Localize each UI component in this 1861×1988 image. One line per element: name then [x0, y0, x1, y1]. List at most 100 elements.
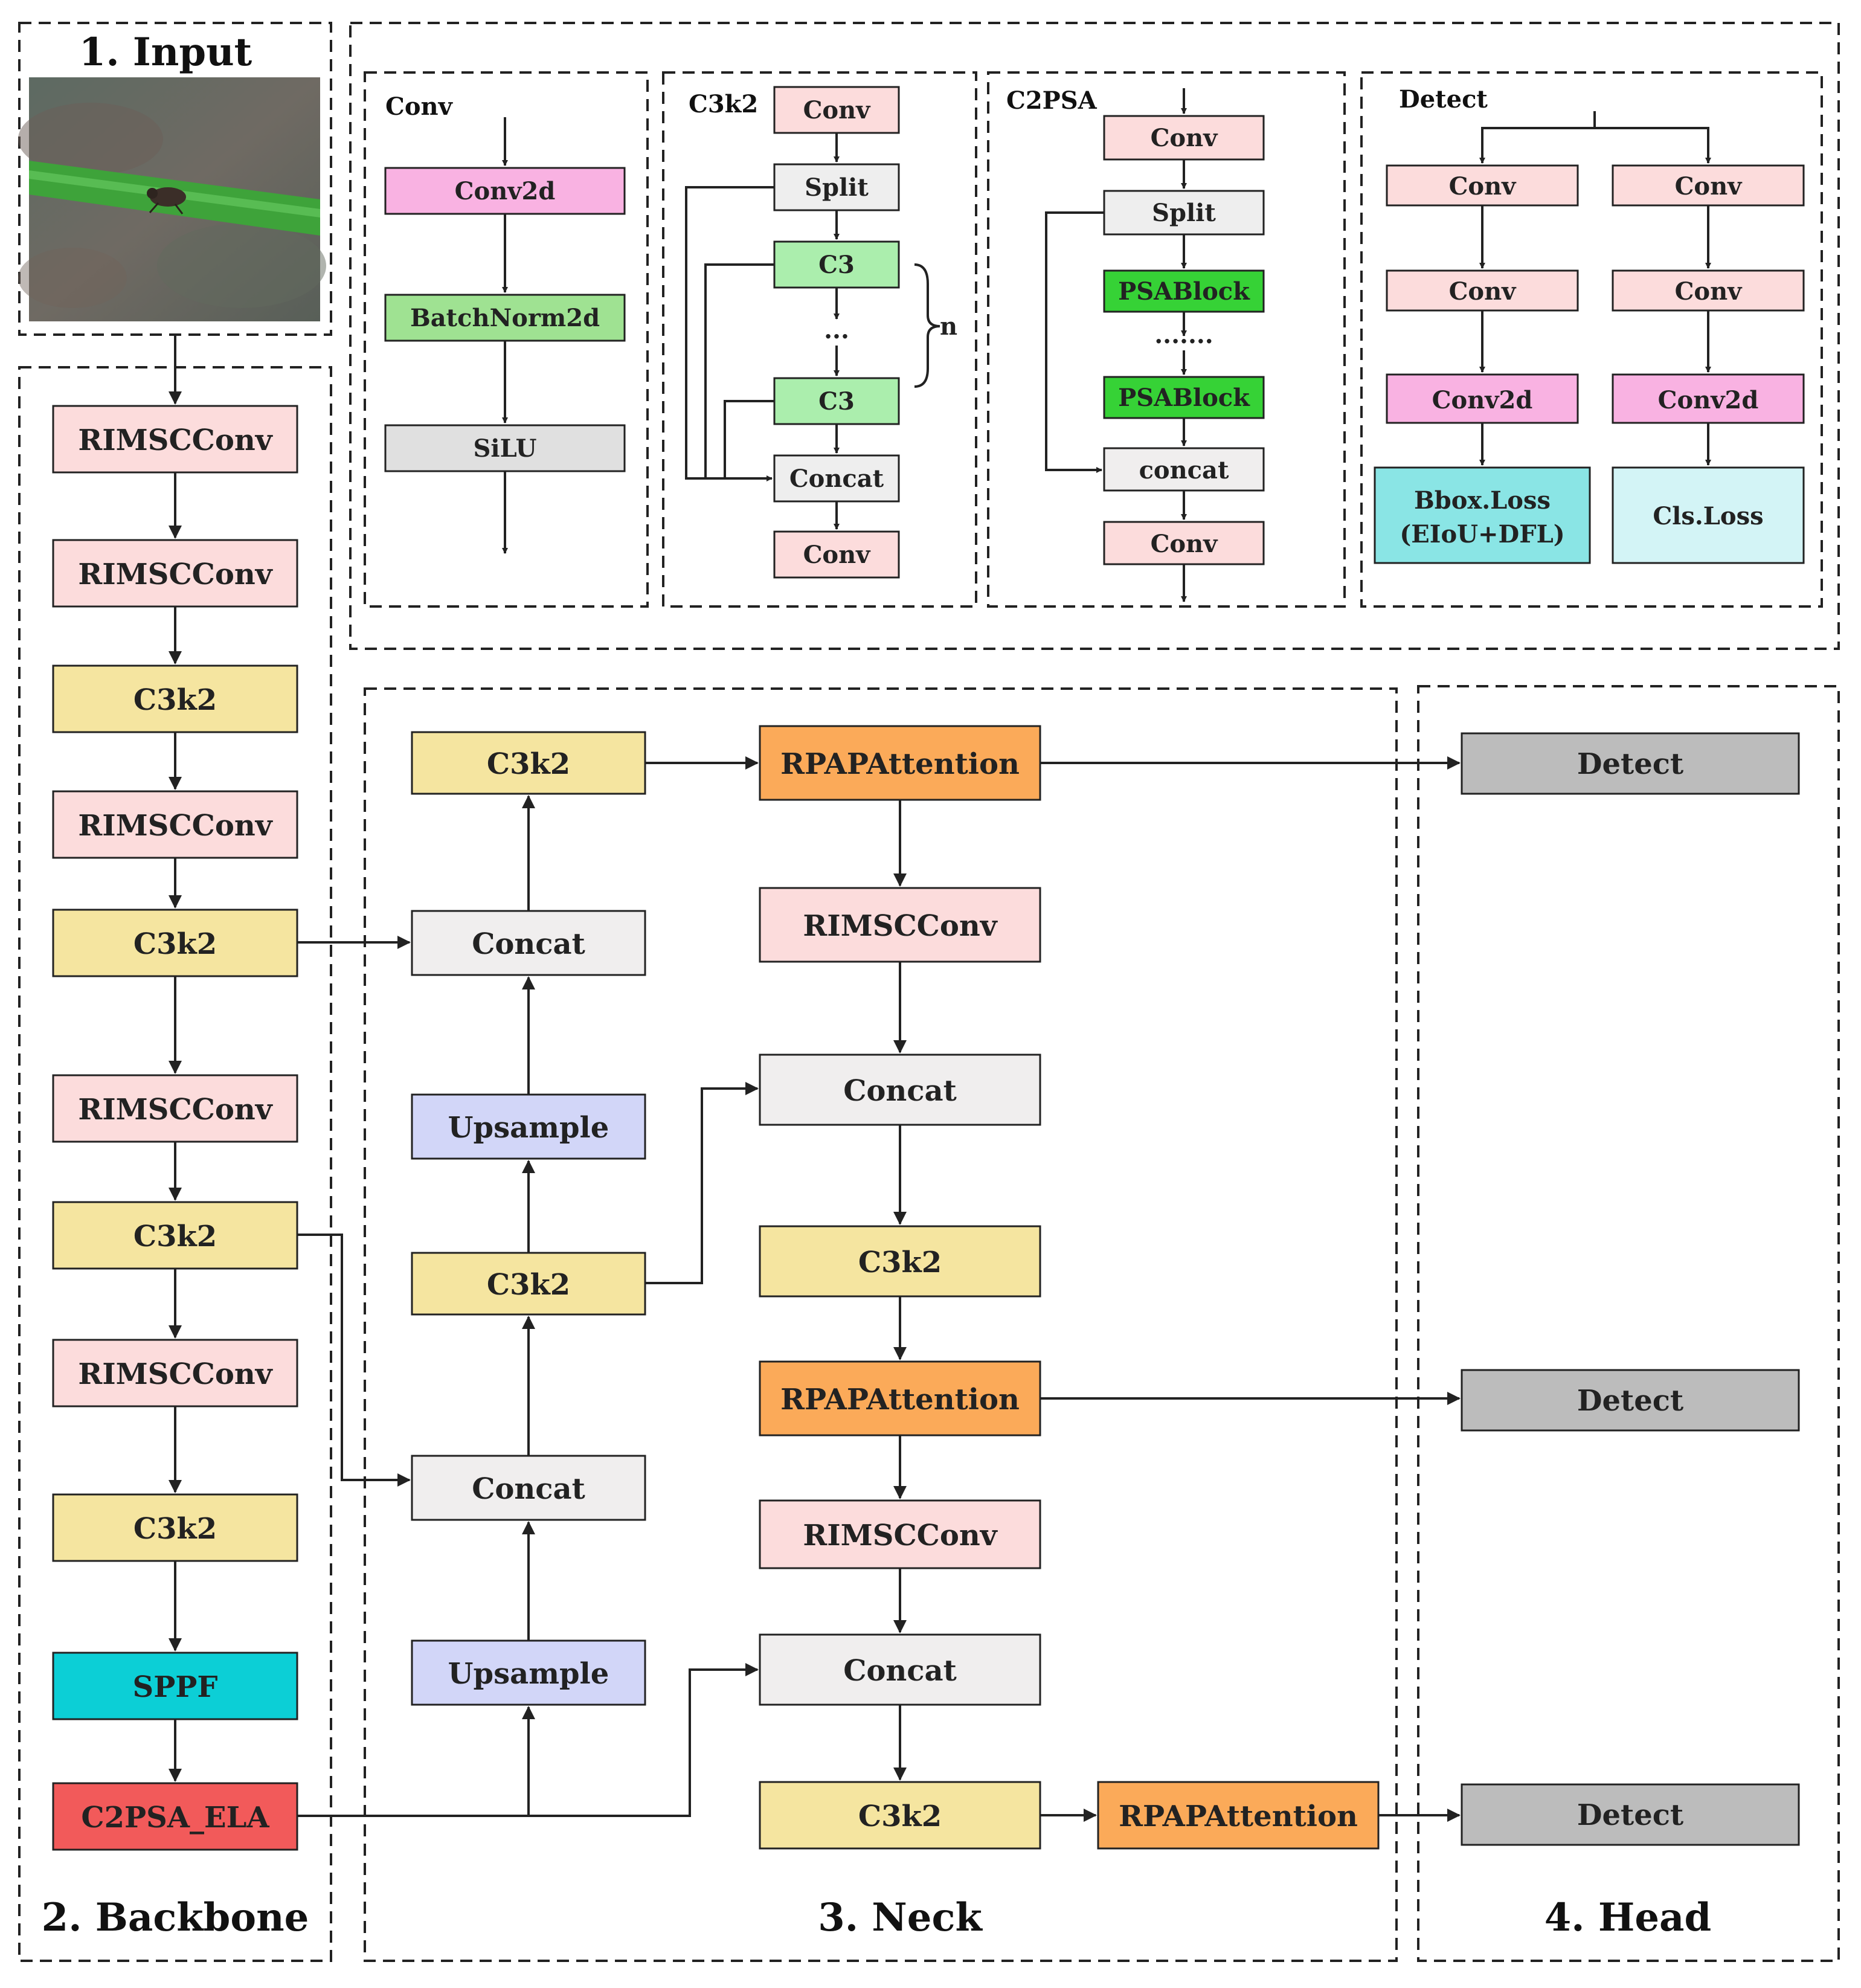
module-label: Conv — [1675, 277, 1743, 306]
neck-label: C3k2 — [487, 1268, 570, 1302]
detect-conv-l2 — [1386, 269, 1579, 312]
input-title: 1. Input — [79, 30, 252, 75]
backbone-rimscconv-4 — [52, 1074, 298, 1143]
backbone-c2psa-ela — [52, 1782, 298, 1851]
module-label: Conv — [1675, 172, 1743, 201]
neck-c3k2-right-1 — [759, 1225, 1041, 1298]
neck-label: RPAPAttention — [780, 747, 1020, 781]
backbone-label: RIMSCConv — [78, 1357, 273, 1391]
c3k2-ellipsis: ... — [824, 316, 849, 344]
backbone-label: C3k2 — [133, 1220, 217, 1253]
neck-label: C3k2 — [487, 747, 570, 781]
detect-conv-r2 — [1612, 269, 1805, 312]
backbone-label: RIMSCConv — [78, 558, 273, 591]
neck-rimscconv-2 — [759, 1499, 1041, 1569]
detect-module: Detect Conv Conv Conv2d Bbox.Loss (EIoU+… — [1374, 85, 1805, 564]
module-label: Split — [1152, 199, 1216, 227]
neck-label: RPAPAttention — [780, 1383, 1020, 1417]
bbox-loss-block — [1374, 466, 1591, 564]
detect-conv2d-r — [1612, 373, 1805, 424]
module-label: Conv — [1151, 530, 1219, 558]
c3k2-c3-first — [773, 240, 900, 289]
module-label: PSABlock — [1118, 277, 1250, 306]
c2psa-module-title: C2PSA — [1006, 86, 1098, 115]
neck-right-column: RPAPAttention RIMSCConv Concat C3k2 RPAP… — [759, 725, 1380, 1850]
head-label: Detect — [1577, 1798, 1683, 1832]
module-label: Conv2d — [1658, 386, 1759, 414]
neck-label: Concat — [843, 1654, 957, 1688]
c3k2-conv-bottom — [773, 530, 900, 579]
cls-loss-block — [1612, 466, 1805, 564]
neck-c3k2-top — [411, 731, 646, 795]
backbone-c3k2-4 — [52, 1493, 298, 1562]
head-title: 4. Head — [1544, 1895, 1712, 1940]
module-label: concat — [1139, 456, 1229, 484]
module-label: Conv — [1151, 124, 1219, 152]
backbone-sppf — [52, 1652, 298, 1720]
neck-upsample-1 — [411, 1093, 646, 1160]
backbone-label: C3k2 — [133, 927, 217, 961]
module-label: Conv — [1449, 172, 1517, 201]
neck-label: Upsample — [448, 1111, 609, 1145]
neck-left-column: C3k2 Concat Upsample C3k2 Concat Upsampl… — [411, 731, 646, 1706]
backbone-label: SPPF — [133, 1670, 218, 1704]
detect-module-title: Detect — [1399, 85, 1488, 114]
cls-loss-label: Cls.Loss — [1653, 502, 1763, 530]
module-label: Split — [805, 173, 869, 202]
neck-section-frame — [364, 687, 1398, 1962]
neck-upsample-2 — [411, 1639, 646, 1706]
head-detect-2 — [1461, 1369, 1800, 1432]
detect-conv-l1 — [1386, 164, 1579, 207]
modules-section-frame — [349, 22, 1840, 650]
head-detect-1 — [1461, 732, 1800, 795]
neck-label: Concat — [843, 1074, 957, 1108]
neck-label: Concat — [472, 1472, 585, 1506]
c3k2-module-title: C3k2 — [689, 90, 758, 118]
repeat-brace — [914, 263, 940, 388]
head-detect-3 — [1461, 1783, 1800, 1846]
module-label: Concat — [789, 465, 884, 493]
detect-module-frame — [1360, 71, 1823, 608]
neck-concat-1 — [411, 910, 646, 976]
c3k2-concat — [773, 454, 900, 503]
repeat-label: n — [940, 312, 957, 341]
backbone-label: C3k2 — [133, 1512, 217, 1546]
backbone-c3k2-3 — [52, 1201, 298, 1270]
head-section-frame — [1417, 685, 1840, 1962]
module-label: Conv2d — [455, 177, 556, 205]
head-label: Detect — [1577, 1384, 1683, 1418]
neck-concat-4 — [759, 1633, 1041, 1706]
backbone-rimscconv-1 — [52, 405, 298, 474]
neck-concat-3 — [759, 1054, 1041, 1126]
backbone-label: C3k2 — [133, 683, 217, 717]
conv-module-frame — [364, 71, 649, 608]
c2psa-psablock-1 — [1103, 269, 1265, 313]
backbone-label: C2PSA_ELA — [81, 1801, 269, 1835]
module-label: Conv — [803, 96, 872, 124]
module-label: Conv — [803, 541, 872, 569]
module-label: Conv — [1449, 277, 1517, 306]
backbone-label: RIMSCConv — [78, 809, 273, 843]
module-label: C3 — [818, 251, 855, 279]
backbone-title: 2. Backbone — [42, 1895, 309, 1940]
conv-module-title: Conv — [385, 92, 454, 121]
backbone-rimscconv-2 — [52, 539, 298, 608]
detect-conv-r1 — [1612, 164, 1805, 207]
module-label: PSABlock — [1118, 384, 1250, 412]
module-label: SiLU — [474, 434, 537, 463]
conv-module: Conv Conv2d BatchNorm2d SiLU — [384, 92, 626, 554]
neck-label: RPAPAttention — [1119, 1800, 1358, 1833]
bbox-loss-label: Bbox.Loss — [1414, 486, 1551, 515]
module-label: Conv2d — [1432, 386, 1533, 414]
neck-rimscconv-1 — [759, 887, 1041, 963]
backbone-rimscconv-3 — [52, 790, 298, 859]
backbone-label: RIMSCConv — [78, 423, 273, 457]
neck-label: C3k2 — [858, 1800, 942, 1833]
backbone-column: RIMSCConv RIMSCConv C3k2 RIMSCConv C3k2 … — [52, 405, 298, 1851]
c2psa-module-frame — [987, 71, 1346, 608]
neck-label: Concat — [472, 927, 585, 961]
c2psa-module: C2PSA Conv Split PSABlock ....... PSABlo… — [1006, 86, 1265, 602]
c3k2-module-frame — [662, 71, 977, 608]
neck-c3k2-mid — [411, 1252, 646, 1316]
